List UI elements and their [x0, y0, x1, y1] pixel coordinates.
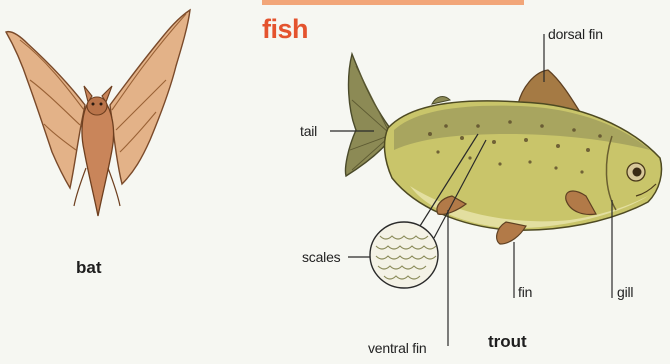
label-fin: fin	[518, 284, 532, 300]
caption-trout: trout	[488, 332, 527, 352]
label-ventral-fin: ventral fin	[368, 340, 427, 356]
trout-illustration	[345, 54, 661, 244]
caption-bat: bat	[76, 258, 102, 278]
label-tail: tail	[300, 123, 317, 139]
label-dorsal-fin: dorsal fin	[548, 26, 603, 42]
bat-illustration	[6, 10, 190, 216]
label-scales: scales	[302, 249, 340, 265]
label-gill: gill	[617, 284, 633, 300]
